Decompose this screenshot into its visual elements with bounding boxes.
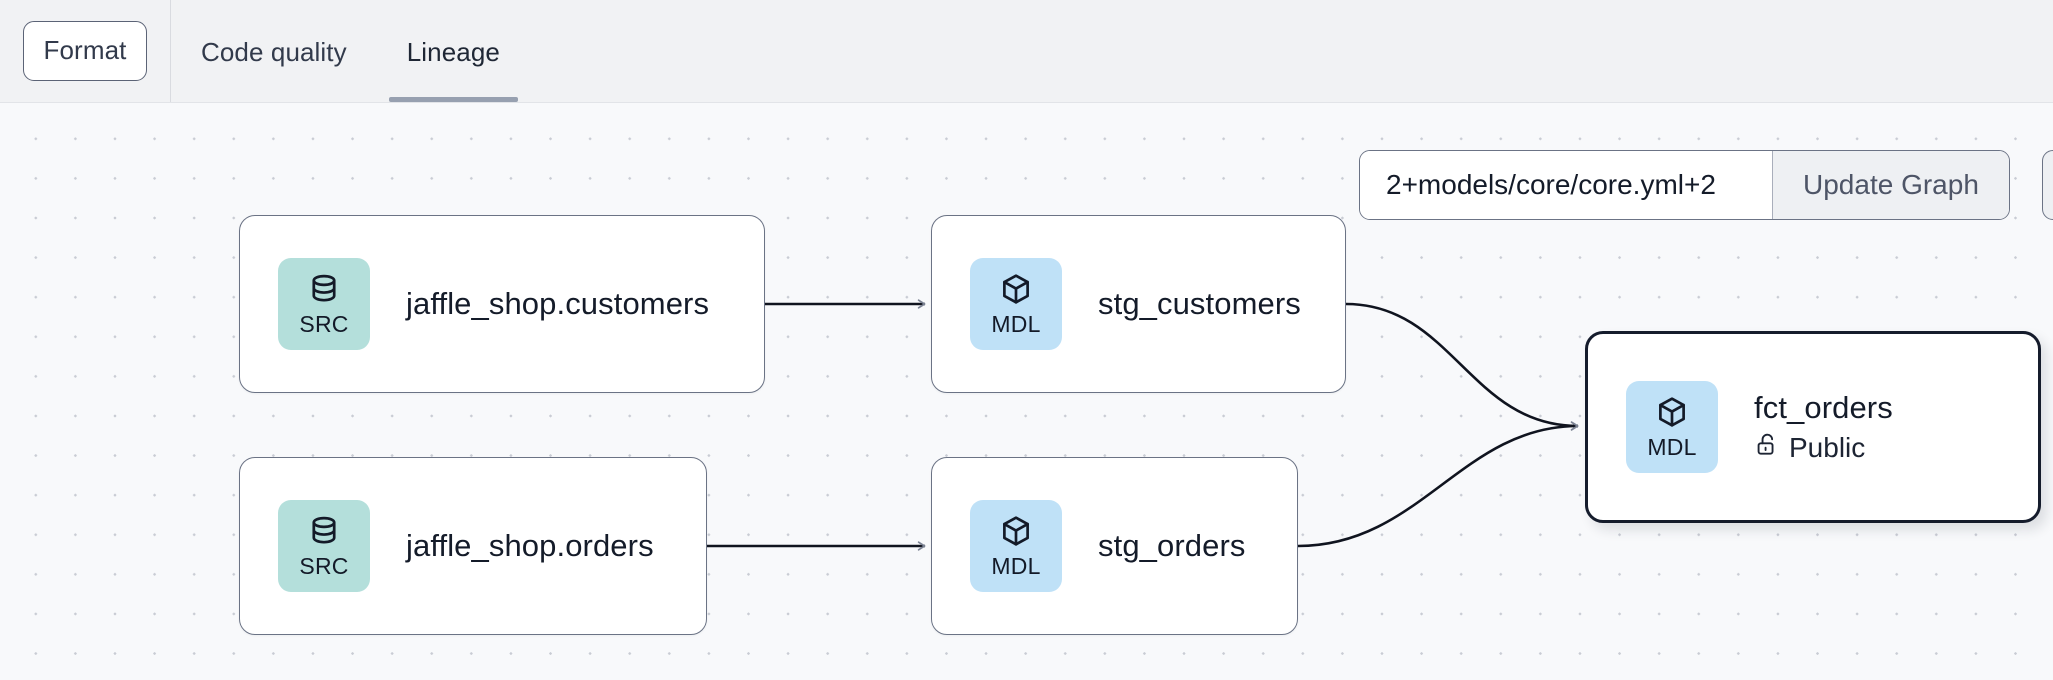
cube-icon	[999, 272, 1033, 306]
node-badge-mdl: MDL	[970, 258, 1062, 350]
node-body: stg_orders	[1098, 528, 1245, 565]
node-body: jaffle_shop.orders	[406, 528, 654, 565]
node-body: fct_orders Public	[1754, 390, 1893, 465]
overflow-control-clipped[interactable]: ph	[2042, 150, 2053, 220]
format-button-area: Format	[0, 0, 171, 102]
node-title: jaffle_shop.orders	[406, 527, 654, 563]
node-visibility: Public	[1754, 432, 1893, 464]
toolbar-header: Format Code quality Lineage	[0, 0, 2053, 103]
tab-lineage-label: Lineage	[406, 36, 500, 67]
node-title: fct_orders	[1754, 389, 1893, 425]
node-jaffle-shop-orders[interactable]: SRC jaffle_shop.orders	[239, 457, 707, 635]
database-icon	[307, 514, 341, 548]
tab-active-underline	[388, 97, 518, 102]
node-stg-customers[interactable]: MDL stg_customers	[931, 215, 1346, 393]
node-visibility-label: Public	[1789, 431, 1866, 463]
node-stg-orders[interactable]: MDL stg_orders	[931, 457, 1298, 635]
node-badge-mdl: MDL	[970, 500, 1062, 592]
tab-code-quality-label: Code quality	[201, 36, 347, 67]
node-title: jaffle_shop.customers	[406, 285, 710, 321]
node-badge-src-label: SRC	[299, 553, 349, 579]
lineage-selector-input[interactable]	[1360, 151, 1772, 219]
database-icon	[307, 272, 341, 306]
tab-code-quality[interactable]: Code quality	[171, 2, 377, 102]
node-jaffle-shop-customers[interactable]: SRC jaffle_shop.customers	[239, 215, 765, 393]
node-body: stg_customers	[1098, 286, 1301, 323]
tab-bar: Code quality Lineage	[171, 0, 530, 102]
tab-lineage[interactable]: Lineage	[377, 2, 530, 102]
node-badge-mdl-label: MDL	[991, 311, 1041, 337]
edge-stg-customers-to-fct	[1345, 302, 1579, 431]
lineage-canvas[interactable]: SRC jaffle_shop.customers MDL stg_custo	[0, 103, 2053, 680]
node-badge-src: SRC	[278, 258, 370, 350]
node-badge-mdl-label: MDL	[991, 553, 1041, 579]
format-button[interactable]: Format	[22, 21, 148, 81]
node-badge-mdl-label: MDL	[1647, 434, 1697, 460]
node-badge-mdl: MDL	[1626, 381, 1718, 473]
cube-icon	[1655, 395, 1689, 429]
lineage-path-control: Update Graph	[1359, 150, 2010, 220]
node-body: jaffle_shop.customers	[406, 286, 709, 323]
node-title: stg_orders	[1098, 527, 1246, 563]
node-title: stg_customers	[1098, 285, 1301, 321]
node-fct-orders[interactable]: MDL fct_orders Public	[1585, 331, 2041, 523]
unlock-icon	[1754, 432, 1779, 464]
node-badge-src-label: SRC	[299, 311, 349, 337]
node-badge-src: SRC	[278, 500, 370, 592]
cube-icon	[999, 514, 1033, 548]
update-graph-button[interactable]: Update Graph	[1772, 151, 2009, 219]
edge-stg-orders-to-fct	[1297, 421, 1579, 548]
